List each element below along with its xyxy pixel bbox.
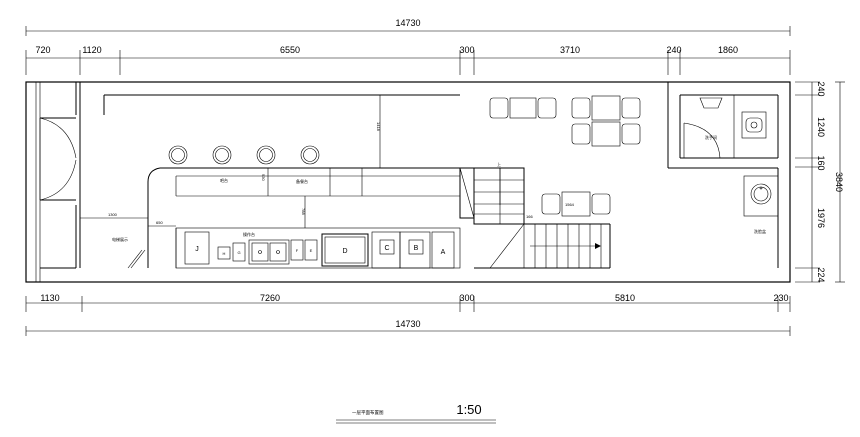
inner-dimension-788: 788: [301, 208, 306, 215]
table-set-4: [541, 191, 611, 217]
label-prep-counter: 备餐台: [296, 178, 308, 184]
top-dimension-lines: [25, 26, 791, 75]
drawing-title: 一层平面布置图: [352, 409, 384, 416]
right-dimension-lines: [795, 81, 845, 283]
equipment-label-f: F: [296, 248, 299, 253]
right-dimension-4: 1976: [816, 208, 826, 228]
wash-basin: [743, 168, 779, 268]
drawing-scale: 1:50: [456, 402, 481, 417]
equipment-a: [431, 231, 455, 269]
equipment-label-j: J: [195, 246, 199, 253]
inner-dimension-930: 930: [261, 174, 266, 181]
bar-stool: [168, 145, 188, 165]
title-block: [336, 419, 496, 424]
top-dimension-1: 720: [35, 45, 50, 55]
equipment-label-c: C: [384, 245, 389, 252]
entrance-door: [39, 117, 77, 201]
equipment-e: [304, 239, 318, 261]
outer-walls: [25, 81, 791, 283]
dining-tables: [489, 95, 641, 217]
equipment-label-g: G: [237, 250, 240, 255]
equipment-label-d: D: [342, 248, 347, 255]
right-dimension-3: 160: [816, 155, 826, 170]
bottom-total-dimension: 14730: [395, 319, 420, 329]
equipment-j: [184, 231, 210, 265]
bottom-dimension-lines: [25, 296, 791, 336]
equipment-f: [290, 239, 304, 261]
equipment-label-b: B: [414, 245, 419, 252]
equipment-g: [232, 242, 246, 262]
restroom: [667, 82, 779, 169]
top-dimension-5: 3710: [560, 45, 580, 55]
bottom-dimension-2: 7260: [260, 293, 280, 303]
label-work-counter: 操作台: [243, 231, 255, 237]
right-dimension-2: 1240: [816, 117, 826, 137]
top-total-dimension: 14730: [395, 18, 420, 28]
bar-stool: [256, 145, 276, 165]
top-dimension-6: 240: [666, 45, 681, 55]
label-entry-area: 电梯展示: [112, 236, 128, 242]
equipment-label-a: A: [441, 249, 446, 256]
top-dimension-4: 300: [459, 45, 474, 55]
column-wall: [459, 167, 475, 219]
table-set-1: [489, 97, 557, 119]
right-dimension-5: 224: [816, 267, 826, 282]
label-bar-counter: 吧台: [220, 177, 228, 183]
counter-area: [80, 94, 461, 269]
staircase: 上: [473, 161, 611, 269]
bar-stool: [212, 145, 232, 165]
bottom-dimension-5: 230: [773, 293, 788, 303]
equipment-label-e: E: [310, 248, 313, 253]
double-sink: [248, 239, 290, 265]
top-dimension-7: 1860: [718, 45, 738, 55]
equipment-label-h: H: [223, 251, 226, 256]
inner-dimension-1564: 1564: [565, 202, 575, 207]
equipment-h: [217, 246, 231, 260]
right-dimension-1: 240: [816, 81, 826, 96]
label-restroom: 洗手间: [705, 134, 717, 140]
stair-up-marker: 上: [497, 161, 501, 167]
label-wash-basin: 洗脸盆: [754, 228, 766, 234]
bottom-dimension-3: 300: [459, 293, 474, 303]
equipment-d: [321, 233, 369, 267]
top-dimension-2: 1120: [82, 45, 101, 55]
table-set-3: [571, 121, 641, 147]
equipment-b: [408, 239, 424, 255]
table-set-2: [571, 95, 641, 121]
inner-dimension-1418: 1418: [376, 122, 381, 132]
top-dimension-3: 6550: [280, 45, 300, 55]
bottom-dimension-4: 5810: [615, 293, 635, 303]
bar-stools: [168, 145, 320, 165]
kitchen-equipment: J H G F E D C B A: [184, 231, 455, 269]
equipment-b-cabinet: [399, 231, 431, 269]
inner-dimension-166: 166: [526, 214, 533, 219]
inner-dimension-1300: 1300: [108, 212, 118, 217]
inner-dimension-650: 650: [156, 220, 163, 225]
equipment-c: [379, 239, 395, 255]
bar-stool: [300, 145, 320, 165]
bottom-dimension-1: 1130: [40, 293, 59, 303]
right-total-dimension: 3840: [834, 172, 844, 192]
